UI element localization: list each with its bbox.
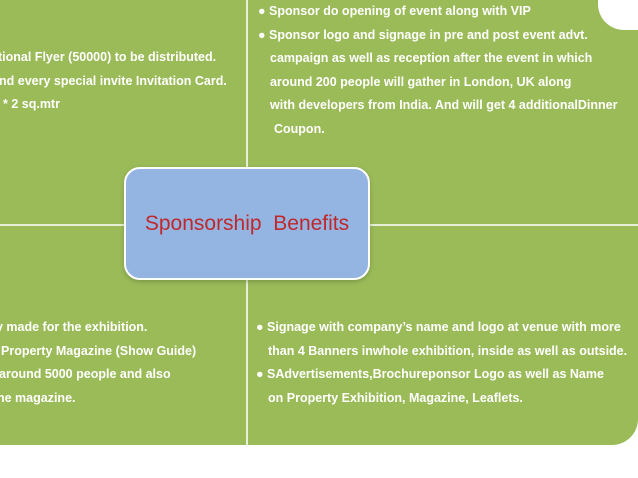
benefit-line: he magazine.	[0, 390, 76, 405]
benefit-line: * 2 sq.mtr	[3, 97, 60, 111]
benefit-line: ● Sponsor logo and signage in pre and po…	[258, 27, 588, 42]
top-left-benefits: tional Flyer (50000) to be distributed. …	[0, 46, 227, 117]
bottom-left-benefits: y made for the exhibition. Property Maga…	[0, 316, 196, 410]
bottom-right-benefits: ● Signage with company’s name and logo a…	[256, 316, 627, 410]
benefit-line: campaign as well as reception after the …	[270, 51, 593, 65]
benefit-line: around 200 people will gather in London,…	[270, 74, 572, 89]
center-title-box: Sponsorship Benefits	[124, 167, 370, 280]
benefit-line: around 5000 people and also	[0, 367, 171, 381]
benefit-line: y made for the exhibition.	[0, 320, 148, 334]
benefit-line: ● SAdvertisements,Brochureponsor Logo as…	[256, 367, 604, 381]
benefit-line: Coupon.	[274, 121, 325, 136]
center-title: Sponsorship Benefits	[144, 211, 350, 235]
benefit-line: tional Flyer (50000) to be distributed.	[0, 50, 217, 64]
slide-background: tional Flyer (50000) to be distributed. …	[0, 0, 638, 445]
top-right-benefits: ● Sponsor do opening of event along with…	[258, 0, 618, 141]
benefit-line: with developers from India. And will get…	[270, 98, 618, 112]
benefit-line: ● Signage with company’s name and logo a…	[256, 320, 621, 334]
benefit-line: ● Sponsor do opening of event along with…	[258, 4, 531, 18]
benefit-line: Property Magazine (Show Guide)	[1, 343, 197, 358]
benefit-line: than 4 Banners inwhole exhibition, insid…	[268, 343, 628, 358]
benefit-line: on Property Exhibition, Magazine, Leafle…	[268, 390, 523, 405]
benefit-line: nd every special invite Invitation Card.	[0, 73, 227, 88]
